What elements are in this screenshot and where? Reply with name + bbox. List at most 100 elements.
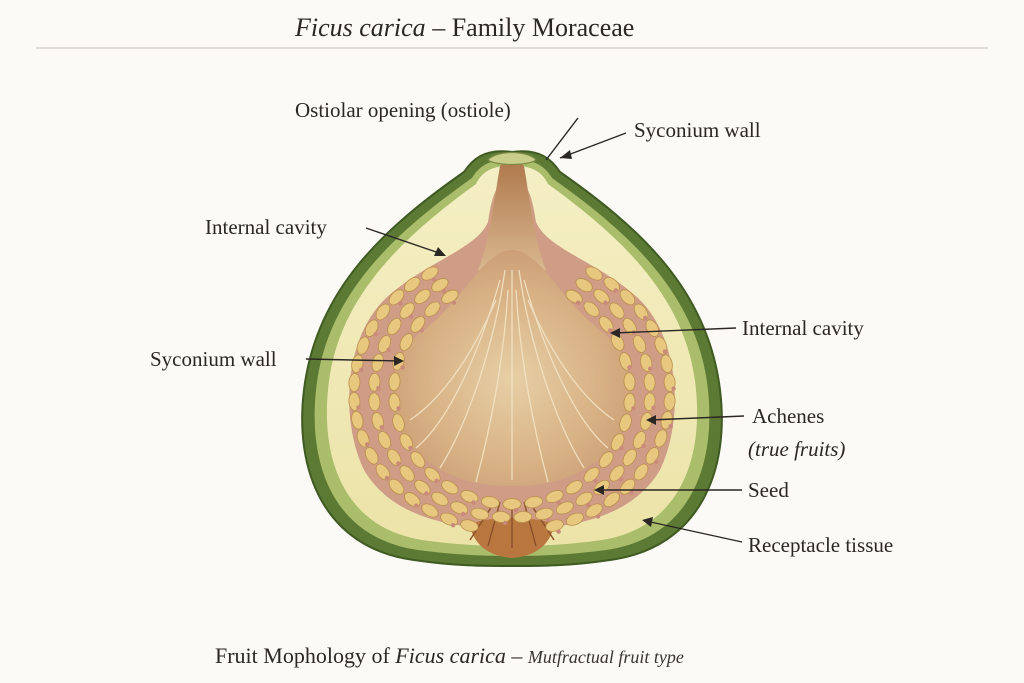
tissue-dot	[651, 405, 656, 410]
leader-cavity-left	[365, 227, 443, 255]
achene	[392, 413, 405, 432]
arrow-syconium-top	[560, 150, 572, 159]
label-internal-cavity-right: Internal cavity	[742, 316, 864, 340]
leader-ostiole	[545, 117, 579, 161]
achene	[470, 507, 490, 521]
label-syconium-wall-top: Syconium wall	[634, 118, 761, 142]
achene	[364, 447, 379, 465]
achene	[356, 336, 370, 355]
achene	[460, 490, 479, 503]
achene	[534, 507, 554, 521]
achene	[421, 503, 439, 518]
tissue-dot	[424, 491, 429, 496]
tissue-dot	[431, 277, 437, 282]
achene	[609, 302, 625, 319]
tissue-dot	[451, 300, 457, 305]
tissue-dot	[414, 503, 419, 508]
tissue-dot	[513, 507, 519, 513]
label-seed: Seed	[748, 478, 789, 502]
tissue-dot	[556, 500, 561, 505]
achene	[460, 519, 479, 532]
tissue-dot	[593, 478, 598, 483]
achene	[377, 431, 392, 449]
achene	[388, 289, 405, 306]
figure-caption: Fruit Mophology of Ficus carica – Mutfra…	[215, 643, 684, 668]
tissue-dot	[359, 367, 364, 372]
achene	[619, 413, 632, 432]
tissue-dot	[613, 288, 618, 293]
page-title: Ficus carica – Family Moraceae	[294, 13, 634, 42]
achene	[565, 289, 583, 304]
leader-receptacle	[645, 520, 743, 543]
achene	[513, 511, 533, 523]
tissue-dot	[434, 478, 439, 483]
achene	[404, 492, 421, 508]
tissue-dot	[603, 300, 608, 305]
tissue-dot	[376, 386, 381, 391]
tissue-dot	[396, 406, 401, 411]
achene	[565, 512, 584, 526]
label-achenes: Achenes	[752, 404, 824, 428]
pulp-fibres	[409, 269, 615, 483]
tissue-dot	[575, 300, 581, 305]
arrow-cavity-right	[610, 328, 620, 338]
achene	[424, 467, 441, 483]
achene	[654, 429, 668, 448]
achene	[645, 319, 660, 337]
achene	[399, 333, 414, 351]
leader-achenes	[649, 415, 745, 421]
tissue-dot	[608, 328, 613, 333]
achene	[375, 303, 391, 321]
achene	[623, 372, 636, 392]
achene	[480, 496, 500, 509]
achene	[440, 512, 459, 526]
achene	[431, 491, 449, 506]
achene	[545, 519, 564, 532]
achene	[450, 501, 469, 515]
tissue-dot	[671, 386, 676, 391]
achene	[348, 373, 361, 392]
leader-syconium-top	[559, 132, 627, 159]
tissue-dot	[618, 477, 624, 482]
achene	[399, 465, 415, 482]
achene	[371, 353, 384, 372]
tissue-dot	[648, 366, 653, 371]
achene	[351, 410, 364, 430]
tissue-dot	[503, 520, 508, 526]
tissue-dot	[471, 500, 476, 505]
achene	[643, 372, 656, 392]
tissue-dot	[384, 475, 390, 481]
label-internal-cavity-left: Internal cavity	[205, 215, 327, 239]
tissue-dot	[356, 405, 361, 410]
achene	[598, 451, 614, 468]
tissue-dot	[668, 424, 673, 429]
ostiole-channel	[478, 163, 546, 270]
tissue-dot	[585, 502, 591, 508]
arrow-syconium-left	[394, 356, 404, 366]
label-ostiole: Ostiolar opening (ostiole)	[295, 98, 511, 122]
achene	[524, 496, 544, 509]
tissue-dot	[662, 349, 668, 354]
tissue-dot	[461, 511, 466, 517]
achene	[414, 479, 431, 495]
achene	[622, 448, 637, 467]
achene	[368, 392, 381, 412]
label-achenes-sub: (true fruits)	[748, 437, 845, 461]
arrow-cavity-left	[434, 247, 446, 256]
achene	[603, 492, 620, 508]
achene	[583, 301, 600, 317]
achene	[404, 276, 421, 292]
achene	[414, 289, 431, 305]
tissue-dot	[450, 523, 456, 528]
achene	[632, 335, 647, 353]
label-receptacle: Receptacle tissue	[748, 533, 893, 557]
tissue-dot	[641, 443, 646, 449]
achene	[565, 480, 583, 495]
arrow-seed	[594, 485, 604, 495]
tissue-dot	[396, 461, 401, 466]
achenes-group	[348, 266, 676, 534]
achene	[575, 278, 593, 293]
leader-syconium-left	[305, 358, 401, 362]
achene	[424, 301, 441, 317]
